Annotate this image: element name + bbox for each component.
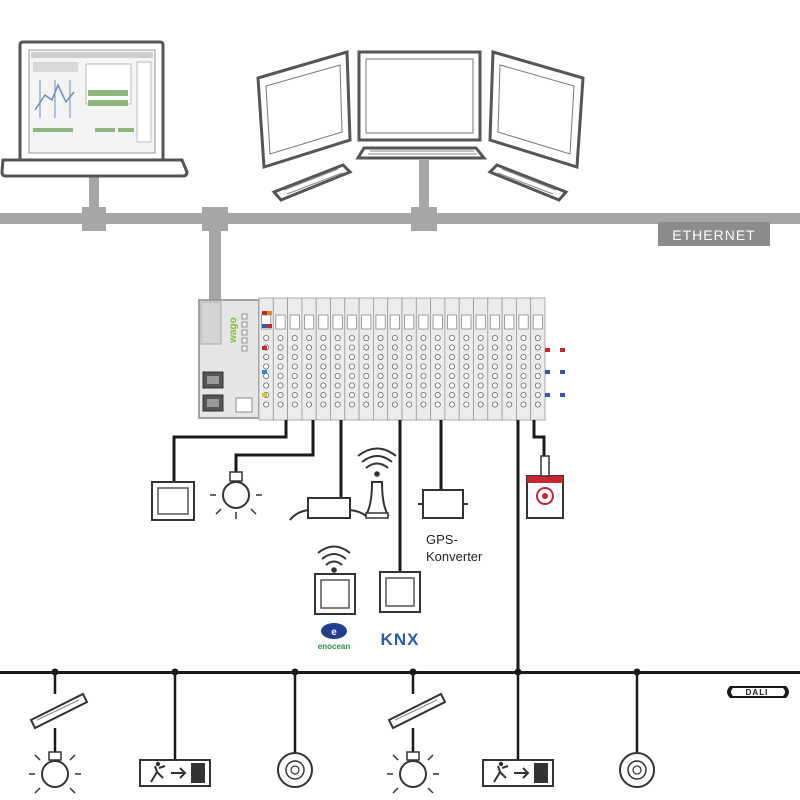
controller-brand: wago [228, 317, 239, 344]
status-led [560, 370, 565, 374]
light-bulb-icon [29, 751, 81, 794]
io-module [458, 297, 474, 421]
emergency-exit-sign-icon [482, 759, 554, 787]
controller-wiring [172, 420, 546, 672]
enocean-switch: e enocean [314, 545, 356, 651]
right-keyboard [487, 163, 569, 202]
center-keyboard [355, 146, 488, 160]
wireless-signal-icon [357, 447, 397, 477]
dali-logo: DALI [727, 686, 789, 698]
io-module [516, 297, 532, 421]
io-module-rack [258, 297, 565, 421]
ethernet-label-box [658, 222, 770, 246]
wireless-gateway [289, 447, 397, 521]
motion-sensor-icon [619, 752, 655, 788]
status-led [262, 324, 267, 328]
gps-converter: GPS- Konverter [418, 489, 483, 564]
status-led [262, 346, 267, 350]
io-module [501, 297, 517, 421]
io-module [444, 297, 460, 421]
emergency-exit-sign-icon [139, 759, 211, 787]
status-led [267, 324, 272, 328]
dali-label: DALI [746, 688, 769, 697]
dali-bus: DALI [0, 668, 800, 794]
io-module [358, 297, 374, 421]
gps-label-line1: GPS- [426, 532, 458, 547]
enocean-logo: e enocean [318, 623, 351, 651]
left-keyboard [271, 163, 353, 202]
status-led [560, 348, 565, 352]
io-module [315, 297, 331, 421]
light-bulb-icon [210, 471, 262, 519]
status-led [545, 348, 550, 352]
knx-label: KNX [381, 630, 420, 649]
status-led [545, 393, 550, 397]
io-module [401, 297, 417, 421]
laptop-icon [0, 40, 189, 178]
antenna-icon [364, 481, 390, 519]
io-module [344, 297, 360, 421]
io-module [258, 297, 274, 421]
controller-drop [209, 224, 221, 301]
svg-text:e: e [331, 627, 337, 638]
ethernet-bus-line [0, 213, 800, 224]
light-bulb-icon [387, 751, 439, 794]
io-module [473, 297, 489, 421]
dali-ballast-icon [387, 692, 447, 730]
controller: wago [198, 297, 565, 421]
laptop-drop [89, 175, 99, 215]
rotary-switch-icon [526, 455, 564, 519]
io-module [287, 297, 303, 421]
wireless-signal-icon [317, 545, 351, 573]
status-led [262, 393, 267, 397]
status-led [267, 311, 272, 315]
gps-label-line2: Konverter [426, 549, 483, 564]
enocean-label: enocean [318, 642, 351, 651]
dali-ballast-icon [29, 692, 89, 730]
io-module [330, 297, 346, 421]
status-led [560, 393, 565, 397]
status-led [545, 370, 550, 374]
power-supply-box [307, 497, 351, 519]
status-led [262, 311, 267, 315]
io-module [272, 297, 288, 421]
knx-switch: KNX [379, 571, 421, 649]
ethernet-label: ETHERNET [672, 227, 755, 243]
monitor-drop [419, 160, 429, 215]
io-module [372, 297, 389, 421]
wall-switch-icon [151, 481, 195, 521]
ethernet-network: ETHERNET [0, 160, 800, 301]
io-module [530, 297, 546, 421]
dali-device-row [29, 668, 655, 794]
motion-sensor-icon [277, 752, 313, 788]
dali-bus-line [0, 671, 800, 674]
io-module [430, 297, 446, 421]
io-module [415, 297, 431, 421]
io-module [301, 297, 317, 421]
io-module [387, 297, 403, 421]
status-led [262, 370, 267, 374]
monitor-icon [256, 50, 585, 202]
io-module [487, 297, 503, 421]
